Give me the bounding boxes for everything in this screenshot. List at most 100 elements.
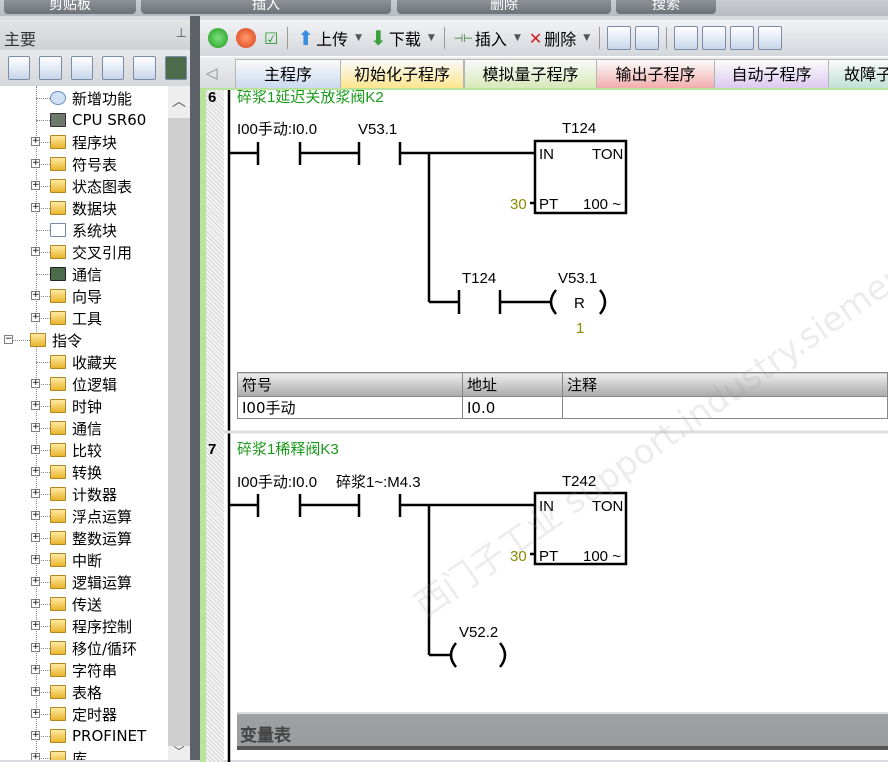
expand-icon[interactable]: + (31, 378, 40, 388)
tree-item[interactable]: 通信 (50, 263, 102, 285)
clear-icon[interactable] (758, 26, 783, 50)
upload-button[interactable]: ⬆上传▼ (295, 26, 364, 50)
expand-icon[interactable]: + (31, 576, 40, 586)
tree-item[interactable]: 系统块 (50, 219, 117, 241)
expand-icon[interactable]: + (31, 620, 40, 630)
box-icon[interactable] (674, 26, 699, 50)
expand-icon[interactable]: + (31, 136, 40, 146)
expand-icon[interactable]: + (31, 554, 40, 564)
tree-scrollbar[interactable]: ︿ ﹀ (168, 86, 190, 760)
delete-button[interactable]: ✕删除▼ (527, 26, 592, 50)
expand-icon[interactable]: + (31, 510, 40, 520)
chevron-down-icon[interactable]: ▼ (427, 33, 435, 43)
communication-icon[interactable] (164, 56, 187, 80)
collapse-icon[interactable]: − (4, 334, 13, 344)
download-button[interactable]: ⬇下载▼ (368, 26, 437, 50)
system-block-icon[interactable] (101, 56, 125, 80)
cross-reference-icon[interactable] (133, 56, 156, 80)
data-block-icon[interactable] (70, 56, 93, 80)
preset-value[interactable]: 30 (510, 196, 527, 213)
table-icon[interactable] (39, 56, 62, 80)
contact-label[interactable]: I00手动:I0.0 (237, 474, 317, 491)
coil-label[interactable]: V52.2 (459, 624, 498, 641)
expand-icon[interactable]: + (31, 290, 40, 300)
tree-item[interactable]: 转换 (50, 461, 102, 483)
preset-value[interactable]: 30 (510, 548, 527, 565)
expand-icon[interactable]: + (31, 400, 40, 410)
tree-item[interactable]: 整数运算 (50, 527, 132, 549)
expand-icon[interactable]: + (31, 686, 40, 696)
run-button[interactable] (206, 28, 230, 48)
expand-icon[interactable]: + (31, 466, 40, 476)
coil-label[interactable]: V53.1 (558, 270, 597, 287)
tab-4[interactable]: 自动子程序 (714, 59, 829, 89)
tree-item[interactable]: 表格 (50, 681, 102, 703)
tree-item[interactable]: 定时器 (50, 703, 117, 725)
contact-label[interactable]: I00手动:I0.0 (237, 121, 317, 138)
tab-0[interactable]: 主程序 (235, 59, 341, 89)
tree-item[interactable]: 数据块 (50, 197, 117, 219)
network-alt-icon[interactable] (635, 26, 660, 50)
tree-item[interactable]: 计数器 (50, 483, 117, 505)
tree-item[interactable]: 逻辑运算 (50, 571, 132, 593)
tab-2[interactable]: 模拟量子程序 (464, 59, 597, 89)
insert-button[interactable]: ⊣⊢插入▼ (452, 26, 523, 50)
tree-item[interactable]: 浮点运算 (50, 505, 132, 527)
tree-item[interactable]: 符号表 (50, 153, 117, 175)
expand-icon[interactable]: + (31, 598, 40, 608)
ribbon-group-delete[interactable]: 删除 (397, 0, 611, 14)
expand-icon[interactable]: + (31, 532, 40, 542)
ribbon-group-insert[interactable]: 插入 (141, 0, 391, 14)
tree-item[interactable]: 程序控制 (50, 615, 132, 637)
expand-icon[interactable]: + (31, 422, 40, 432)
tree-item[interactable]: 库 (50, 747, 87, 760)
expand-icon[interactable]: + (31, 642, 40, 652)
ribbon-group-clipboard[interactable]: 剪贴板 (4, 0, 136, 14)
stop-button[interactable] (234, 28, 258, 48)
tree-item[interactable]: 新增功能 (50, 87, 132, 109)
view-icon[interactable] (8, 56, 31, 80)
chevron-down-icon[interactable]: ▼ (355, 33, 363, 43)
chevron-down-icon[interactable]: ▼ (583, 33, 591, 43)
expand-icon[interactable]: + (31, 202, 40, 212)
tree-item[interactable]: 中断 (50, 549, 102, 571)
expand-icon[interactable]: + (31, 444, 40, 454)
back-icon[interactable] (702, 26, 727, 50)
expand-icon[interactable]: + (31, 488, 40, 498)
network-icon[interactable] (607, 26, 632, 50)
tree-item[interactable]: 工具 (50, 307, 102, 329)
tree-item[interactable]: 程序块 (50, 131, 117, 153)
chevron-down-icon[interactable]: ▼ (513, 33, 521, 43)
forward-icon[interactable] (730, 26, 755, 50)
tree-item[interactable]: CPU SR60 (50, 109, 146, 131)
timer-label[interactable]: T124 (562, 120, 596, 137)
tab-3[interactable]: 输出子程序 (596, 59, 715, 89)
timer-label[interactable]: T242 (562, 473, 596, 490)
tree-item[interactable]: 向导 (50, 285, 102, 307)
scroll-down-icon[interactable]: ﹀ (168, 746, 190, 760)
tab-1[interactable]: 初始化子程序 (340, 59, 464, 89)
tree-item[interactable]: PROFINET (50, 725, 146, 747)
tree-item[interactable]: 传送 (50, 593, 102, 615)
tree-item[interactable]: 收藏夹 (50, 351, 117, 373)
expand-icon[interactable]: + (31, 158, 40, 168)
expand-icon[interactable]: + (31, 246, 40, 256)
expand-icon[interactable]: + (31, 180, 40, 190)
ribbon-group-search[interactable]: 搜索 (616, 0, 716, 14)
expand-icon[interactable]: + (31, 752, 40, 760)
contact-label[interactable]: T124 (462, 270, 496, 287)
tab-scroll-left-icon[interactable]: ◁ (206, 64, 218, 82)
network-title[interactable]: 碎浆1延迟关放浆阀K2 (237, 90, 384, 106)
tree-item[interactable]: 位逻辑 (50, 373, 117, 395)
tree-item[interactable]: 移位/循环 (50, 637, 137, 659)
tree-item[interactable]: 比较 (50, 439, 102, 461)
coil-count[interactable]: 1 (576, 320, 584, 337)
compile-button[interactable]: ☑ (262, 29, 280, 48)
tree-item[interactable]: 指令 (30, 329, 82, 351)
network-title[interactable]: 碎浆1稀释阀K3 (237, 440, 339, 458)
expand-icon[interactable]: + (31, 730, 40, 740)
tree-item[interactable]: 状态图表 (50, 175, 132, 197)
tree-item[interactable]: 时钟 (50, 395, 102, 417)
tree-item[interactable]: 通信 (50, 417, 102, 439)
expand-icon[interactable]: + (31, 664, 40, 674)
